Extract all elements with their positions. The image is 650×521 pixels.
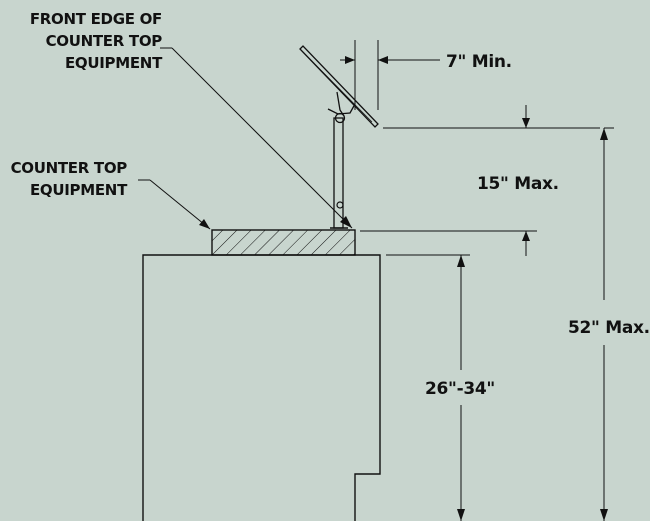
- total-height-dimension: [600, 127, 614, 521]
- total-height-label: 52" Max.: [568, 318, 650, 338]
- height-above-counter-dimension: [360, 105, 600, 256]
- counter-top-label-line-2: EQUIPMENT: [30, 181, 128, 199]
- counter-height-dimension: [386, 254, 470, 521]
- clearance-label: 7" Min.: [446, 52, 512, 72]
- front-edge-label-line-3: EQUIPMENT: [65, 54, 163, 72]
- clearance-dimension: [340, 40, 440, 110]
- front-edge-label-line-2: COUNTER TOP: [46, 32, 163, 50]
- counter-top-label-line-1: COUNTER TOP: [11, 159, 128, 177]
- counter-cabinet-outline: [142, 254, 381, 521]
- front-edge-leader: [160, 47, 353, 229]
- counter-height-label: 26"-34": [425, 379, 495, 399]
- counter-top-equipment-block: [211, 229, 356, 256]
- terminal-stand: [299, 45, 379, 229]
- height-above-counter-label: 15" Max.: [477, 174, 559, 194]
- front-edge-label-line-1: FRONT EDGE OF: [30, 10, 162, 28]
- counter-top-leader: [138, 179, 211, 230]
